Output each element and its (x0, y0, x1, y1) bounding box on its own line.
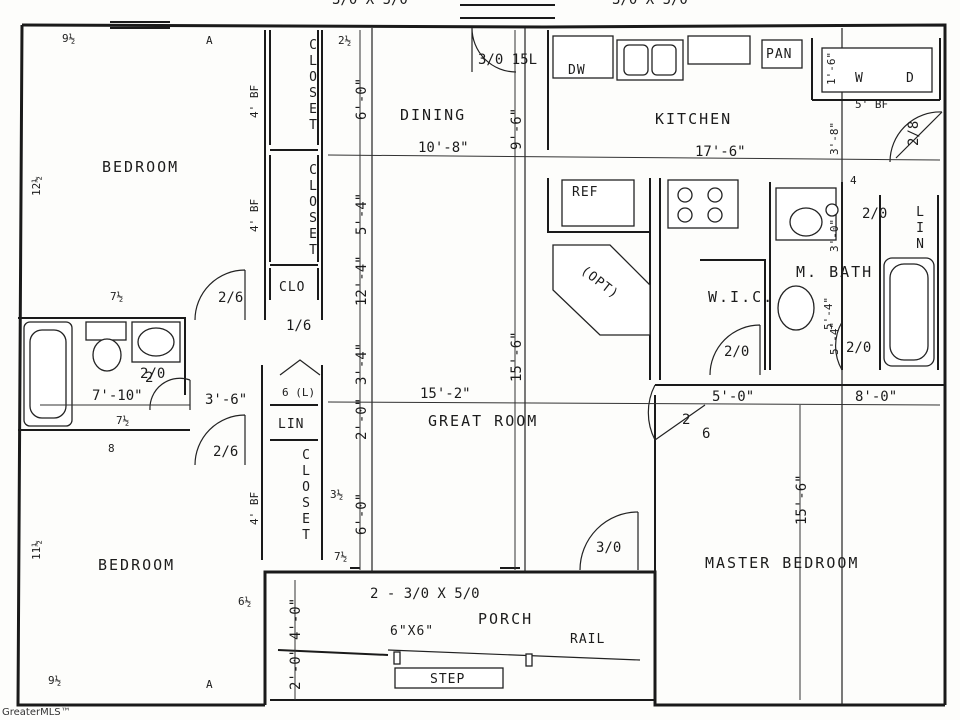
window-top-b: 3/0 X 5/0 (612, 0, 688, 8)
note-12: A (206, 34, 213, 47)
note-1: 9½ (62, 32, 75, 45)
dim-bf-5: 5' BF (855, 98, 888, 111)
note-11: 3½ (330, 488, 343, 501)
dim-bf-4b: 4' BF (248, 199, 261, 232)
note-6: 9½ (48, 674, 61, 687)
dim-porch-depth: 4'-0" (288, 598, 304, 640)
dim-closet-depth: 6'-0" (354, 493, 370, 535)
dim-bf-4a: 4' BF (248, 85, 261, 118)
washer-label: W (855, 71, 864, 86)
door-closet-1: 1/6 (286, 318, 311, 334)
dim-laundry-b: 3'-8" (828, 122, 841, 155)
step-label: STEP (430, 672, 465, 687)
room-kitchen: KITCHEN (655, 110, 732, 128)
windows (277, 567, 641, 667)
door-linen: 6 (L) (282, 386, 315, 399)
interior-walls (18, 28, 945, 705)
dim-hall-width: 3'-6" (205, 392, 247, 408)
exterior-walls (16, 4, 947, 707)
pan-label: PAN (766, 47, 792, 62)
door-front: 3/0 15L (478, 52, 537, 68)
closet-label-1: CLOSET (306, 38, 321, 134)
door-bath: 2/0 (140, 366, 165, 382)
room-porch: PORCH (478, 610, 533, 628)
door-bedroom-1: 2/6 (218, 290, 243, 306)
door-wic: 2/0 (724, 344, 749, 360)
door-bedroom-2: 2/6 (213, 444, 238, 460)
dim-bath-b: 5'-4" (822, 297, 835, 330)
lin-label-bath: LIN (913, 205, 928, 253)
mls-watermark: GreaterMLS™ (2, 707, 71, 718)
note-4: 12½ (30, 176, 43, 196)
note-7: 6½ (238, 595, 251, 608)
mls-brand: GreaterMLS™ (2, 707, 71, 718)
dim-kitchen-width: 17'-6" (695, 144, 746, 160)
room-master-bedroom: MASTER BEDROOM (705, 554, 859, 572)
dim-master-width-b: 8'-0" (855, 389, 897, 405)
room-bedroom-2: BEDROOM (98, 556, 175, 574)
dim-bf-4c: 4' BF (248, 492, 261, 525)
ref-label: REF (572, 185, 598, 200)
room-bedroom-1: BEDROOM (102, 158, 179, 176)
note-10: 2½ (338, 34, 351, 47)
closet-label-2: CLOSET (306, 163, 321, 259)
dim-bath-c: 5'-4" (828, 322, 841, 355)
note-5: 11½ (30, 540, 43, 560)
note-13: A (206, 678, 213, 691)
dim-bath-width: 7'-10" (92, 388, 143, 404)
dim-laundry-a: 1'-6" (825, 52, 838, 85)
door-bath-small: 2 (145, 370, 153, 386)
dim-great-room-depth: 15'-6" (509, 331, 525, 382)
fixtures (23, 35, 935, 427)
post-label: 6"X6" (390, 624, 434, 639)
door-m-bath-lin: 2/0 (862, 206, 887, 222)
note-3: 7½ (116, 414, 129, 427)
note-9: 8 (108, 442, 115, 455)
window-top-a: 3/0 X 5/0 (332, 0, 408, 8)
dryer-label: D (906, 71, 915, 86)
dim-great-room-width: 15'-2" (420, 386, 471, 402)
dim-hall-depth-c: 2'-0" (354, 398, 370, 440)
room-master-bath: M. BATH (796, 263, 873, 281)
dim-dining-depth: 6'-0" (354, 78, 370, 120)
room-dining: DINING (400, 106, 466, 124)
door-m-bath: 2/0 (846, 340, 871, 356)
note-2: 7½ (110, 290, 123, 303)
dim-hall-depth-d: 12'-4" (354, 255, 370, 306)
room-great-room: GREAT ROOM (428, 412, 538, 430)
door-porch: 3/0 (596, 540, 621, 556)
window-porch: 2 - 3/0 X 5/0 (370, 586, 480, 602)
dim-hall-depth-a: 5'-4" (354, 193, 370, 235)
lin-label-hall: LIN (278, 417, 304, 432)
room-walk-in-closet: W.I.C. (708, 288, 774, 306)
closet-label-3: CLOSET (299, 448, 314, 544)
door-master-entry-b: 6 (702, 426, 710, 442)
rail-label: RAIL (570, 632, 605, 647)
dw-label: DW (568, 63, 586, 78)
dim-kitchen-depth: 9'-6" (509, 108, 525, 150)
note-14: 7½ (334, 550, 347, 563)
dim-bath-a: 3'-0" (828, 219, 841, 252)
door-kitchen-side: 2/8 (906, 121, 922, 146)
clo-label: CLO (279, 280, 305, 295)
dim-dining-width: 10'-8" (418, 140, 469, 156)
dim-hall-depth-b: 3'-4" (354, 343, 370, 385)
door-master-entry: 2 (682, 412, 690, 428)
dim-step-depth: 2'-0" (288, 648, 304, 690)
dimension-lines (40, 30, 941, 700)
dim-master-width-a: 5'-0" (712, 389, 754, 405)
note-8: 4 (850, 174, 857, 187)
dim-master-depth: 15'-6" (794, 474, 810, 525)
